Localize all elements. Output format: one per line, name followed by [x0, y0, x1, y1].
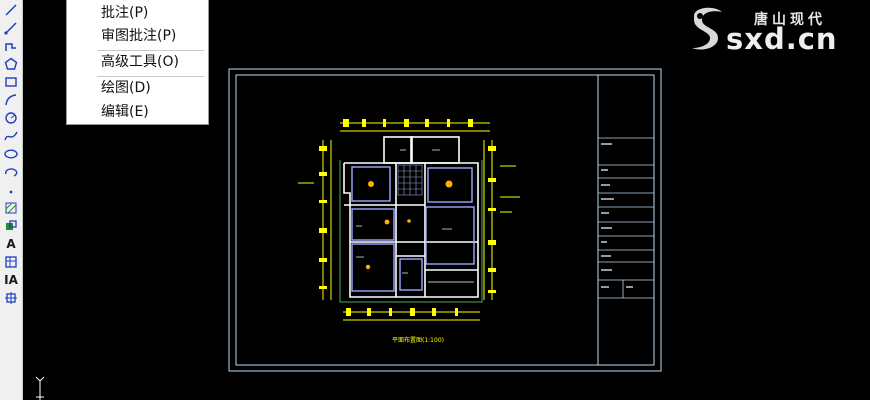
logo-emblem-icon [692, 7, 722, 50]
polyline-icon[interactable] [3, 38, 19, 54]
menu-separator [97, 76, 204, 77]
watermark-logo: 唐山现代 sxd.cn [686, 0, 870, 58]
mtext-icon[interactable]: IA [4, 273, 18, 287]
menu-item-edit[interactable]: 编辑(E) [101, 104, 149, 120]
floor-plan-walls [343, 136, 479, 298]
region-icon[interactable] [3, 218, 19, 234]
stair-grid [397, 164, 423, 196]
circle-icon[interactable] [3, 110, 19, 126]
text-icon[interactable]: A [6, 237, 16, 251]
rectangle-icon[interactable] [3, 74, 19, 90]
title-block [598, 137, 654, 299]
outer-boundary [339, 160, 483, 303]
ray-icon[interactable] [3, 20, 19, 36]
logo-chinese-text: 唐山现代 [754, 12, 826, 28]
table-icon[interactable] [3, 254, 19, 270]
room-fills [351, 166, 475, 292]
point-icon[interactable] [3, 182, 19, 198]
menu-item-annotate[interactable]: 批注(P) [101, 5, 149, 21]
ucs-icon [35, 376, 45, 400]
light-fixtures [365, 180, 453, 270]
furniture-lines [356, 149, 474, 283]
drawing-caption: 平面布置图(1:100) [392, 336, 444, 344]
hatch-icon[interactable] [3, 200, 19, 216]
logo-domain-text: sxd.cn [726, 22, 838, 56]
menu-item-draw[interactable]: 绘图(D) [101, 80, 151, 96]
menu-separator [97, 50, 204, 51]
arc-icon[interactable] [3, 92, 19, 108]
drawing-frame [228, 68, 662, 372]
menu-item-review-annotate[interactable]: 审图批注(P) [101, 28, 177, 44]
ellipse-icon[interactable] [3, 146, 19, 162]
draw-toolbar: A IA [0, 0, 23, 400]
dimension-ticks [319, 119, 496, 316]
polygon-icon[interactable] [3, 56, 19, 72]
menu-item-advanced-tools[interactable]: 高级工具(O) [101, 54, 179, 70]
dropdown-menu: 批注(P) 审图批注(P) 高级工具(O) 绘图(D) 编辑(E) [66, 0, 209, 125]
spline-icon[interactable] [3, 128, 19, 144]
line-icon[interactable] [3, 2, 19, 18]
block-icon[interactable] [3, 290, 19, 306]
ellipse-arc-icon[interactable] [3, 164, 19, 180]
